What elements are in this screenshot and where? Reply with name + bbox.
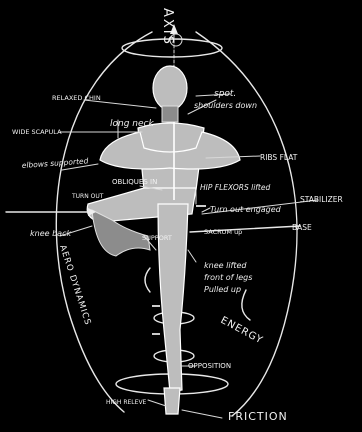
label-knee-back: knee back <box>30 229 71 238</box>
label-pulled-up: Pulled up <box>204 285 241 294</box>
label-long-neck: long neck <box>110 119 154 129</box>
label-wide-scapula: WIDE SCAPULA <box>12 128 62 136</box>
label-high-releve: HIGH RELEVE <box>106 399 147 406</box>
label-friction: FRICTION <box>228 410 288 423</box>
svg-text:ENERGY: ENERGY <box>219 315 265 347</box>
label-opposition: OPPOSITION <box>188 362 231 370</box>
label-knee-lifted: knee lifted <box>204 261 247 270</box>
label-shoulders-down: shoulders down <box>194 101 257 110</box>
label-turn-out: TURN OUT <box>71 193 104 200</box>
label-base: BASE <box>292 223 312 232</box>
svg-text:AXIS: AXIS <box>160 8 175 46</box>
axis-label: AXIS <box>160 8 175 46</box>
label-sacrum-up: SACRUM up <box>204 228 242 236</box>
label-hip-flexors: HIP FLEXORS lifted <box>200 183 270 192</box>
label-ribs-flat: RIBS FLAT <box>260 153 298 162</box>
label-obliques-in: OBLIQUES IN <box>112 178 157 186</box>
label-elbows-supported: elbows supported <box>22 156 89 170</box>
label-energy: ENERGY <box>219 315 265 347</box>
label-turnout-engaged: Turn out engaged <box>210 205 282 214</box>
label-spot: spot. <box>214 89 236 99</box>
label-relaxed-chin: RELAXED CHIN <box>52 94 101 102</box>
label-stabilizer: STABILIZER <box>300 195 343 204</box>
label-support: SUPPORT <box>142 234 172 242</box>
label-front-of-legs: front of legs <box>204 273 252 282</box>
